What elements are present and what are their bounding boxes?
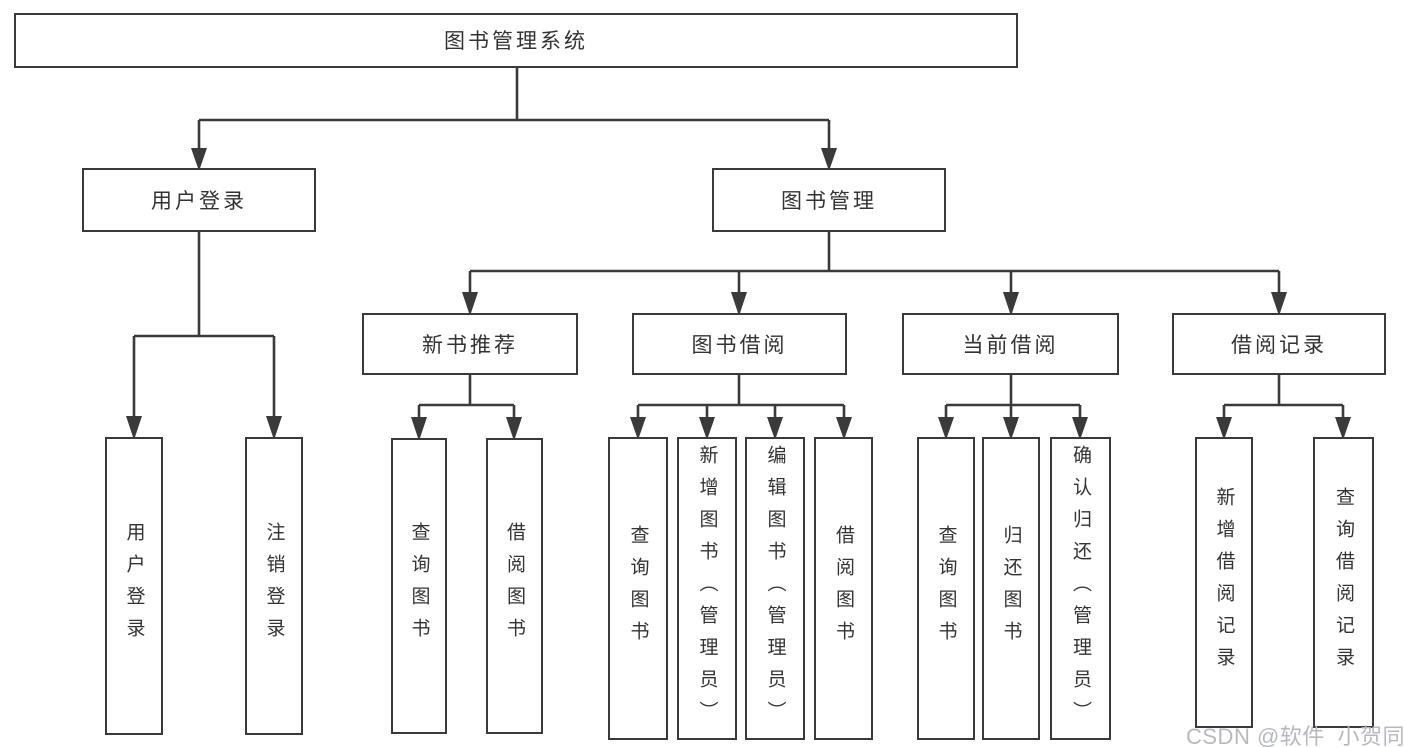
leaf-current-query-book: 查询图书 [917, 437, 975, 740]
leaf-logout: 注销登录 [245, 437, 303, 735]
node-user-login: 用户登录 [82, 168, 316, 232]
connector-paths [132, 66, 1345, 421]
leaf-borrow-book: 借阅图书 [814, 437, 873, 740]
leaf-add-book-admin: 新增图书（管理员） [677, 437, 737, 740]
watermark: CSDN @软件_小贺同学 [1186, 724, 1405, 747]
leaf-newbook-query-book: 查询图书 [391, 438, 447, 734]
node-new-book-recommend: 新书推荐 [362, 313, 578, 375]
node-book-management: 图书管理 [712, 168, 946, 232]
arrowheads [126, 148, 1351, 441]
leaf-query-borrow-record: 查询借阅记录 [1313, 437, 1374, 728]
node-borrow-record: 借阅记录 [1172, 313, 1386, 375]
node-book-borrow: 图书借阅 [632, 313, 847, 375]
leaf-edit-book-admin: 编辑图书（管理员） [745, 437, 805, 740]
leaf-add-borrow-record: 新增借阅记录 [1195, 437, 1253, 728]
leaf-borrow-query-book: 查询图书 [608, 437, 668, 740]
node-current-borrow: 当前借阅 [902, 313, 1119, 375]
leaf-newbook-borrow-book: 借阅图书 [486, 438, 543, 734]
leaf-user-login: 用户登录 [105, 437, 163, 735]
node-root-library-system: 图书管理系统 [14, 13, 1018, 68]
leaf-return-book: 归还图书 [982, 437, 1040, 740]
leaf-confirm-return-admin: 确认归还（管理员） [1050, 437, 1111, 740]
